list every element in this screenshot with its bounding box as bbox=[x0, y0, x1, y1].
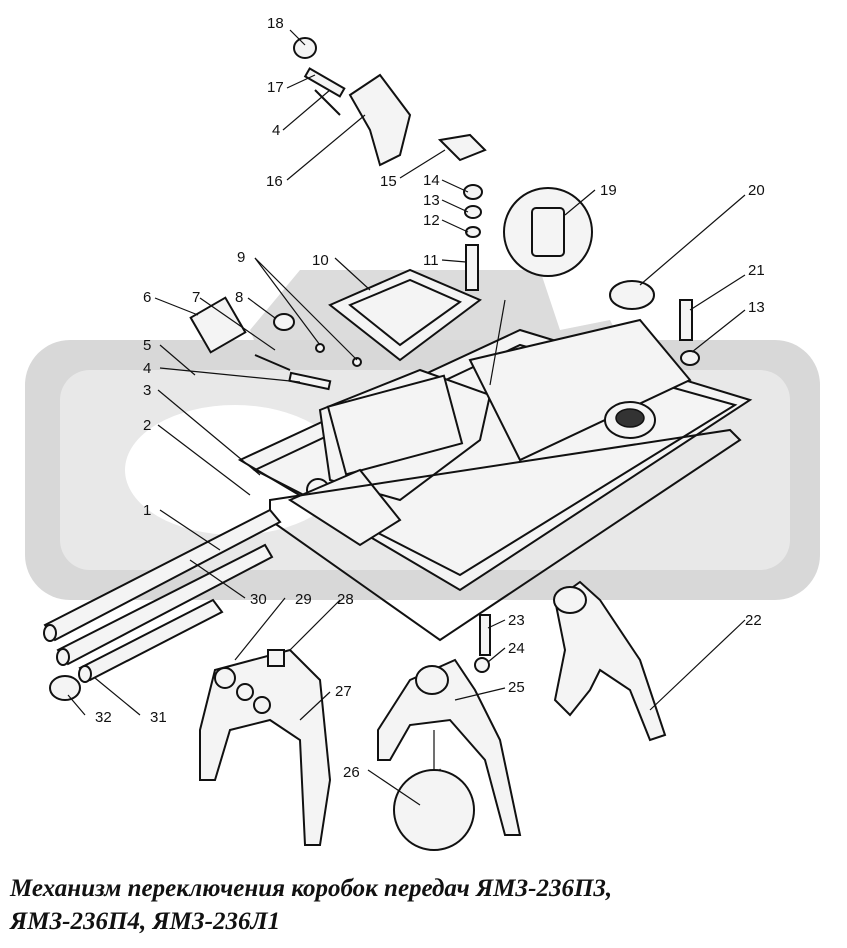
callout-32: 32 bbox=[95, 709, 112, 726]
callout-13-top: 13 bbox=[423, 192, 440, 209]
exploded-parts-diagram: 18 17 4 16 15 14 13 12 11 10 9 19 20 21 … bbox=[25, 15, 820, 851]
callout-19: 19 bbox=[600, 182, 617, 199]
callout-28: 28 bbox=[337, 591, 354, 608]
callout-24: 24 bbox=[508, 640, 525, 657]
callout-13-right: 13 bbox=[748, 299, 765, 316]
rods bbox=[43, 508, 282, 683]
callout-31: 31 bbox=[150, 709, 167, 726]
callout-11: 11 bbox=[423, 252, 439, 269]
callout-21: 21 bbox=[748, 262, 765, 279]
callout-27: 27 bbox=[335, 683, 352, 700]
plug-32 bbox=[49, 675, 81, 701]
callout-14: 14 bbox=[423, 172, 440, 189]
callout-2: 2 bbox=[143, 417, 151, 434]
fork-27 bbox=[199, 648, 332, 846]
callout-7: 7 bbox=[192, 289, 200, 306]
callout-26: 26 bbox=[343, 764, 360, 781]
figure-caption: Механизм переключения коробок передач ЯМ… bbox=[10, 872, 840, 938]
callout-10: 10 bbox=[312, 252, 329, 269]
cover-housing bbox=[237, 318, 753, 592]
callout-23: 23 bbox=[508, 612, 525, 629]
callout-15: 15 bbox=[380, 173, 397, 190]
callout-29: 29 bbox=[295, 591, 312, 608]
callout-22: 22 bbox=[745, 612, 762, 629]
fork-22 bbox=[553, 580, 667, 742]
callout-16: 16 bbox=[266, 173, 283, 190]
callout-18: 18 bbox=[267, 15, 284, 32]
callout-4-left: 4 bbox=[143, 360, 151, 377]
callout-20: 20 bbox=[748, 182, 765, 199]
caption-line-1: Механизм переключения коробок передач ЯМ… bbox=[10, 875, 613, 902]
callout-3: 3 bbox=[143, 382, 151, 399]
callout-25: 25 bbox=[508, 679, 525, 696]
small-parts bbox=[189, 37, 700, 851]
callout-1: 1 bbox=[143, 502, 151, 519]
callout-12: 12 bbox=[423, 212, 440, 229]
callout-6: 6 bbox=[143, 289, 151, 306]
gasket-10 bbox=[328, 268, 482, 362]
callout-17: 17 bbox=[267, 79, 284, 96]
callout-4-top: 4 bbox=[272, 122, 280, 139]
caption-line-2: ЯМЗ-236П4, ЯМЗ-236Л1 bbox=[10, 908, 281, 935]
callout-9: 9 bbox=[237, 249, 245, 266]
leader-lines bbox=[67, 29, 746, 806]
callout-8: 8 bbox=[235, 289, 243, 306]
callout-30: 30 bbox=[250, 591, 267, 608]
callout-5: 5 bbox=[143, 337, 151, 354]
callout-labels: 18 17 4 16 15 14 13 12 11 10 9 19 20 21 … bbox=[95, 15, 765, 781]
fork-25 bbox=[377, 658, 522, 836]
